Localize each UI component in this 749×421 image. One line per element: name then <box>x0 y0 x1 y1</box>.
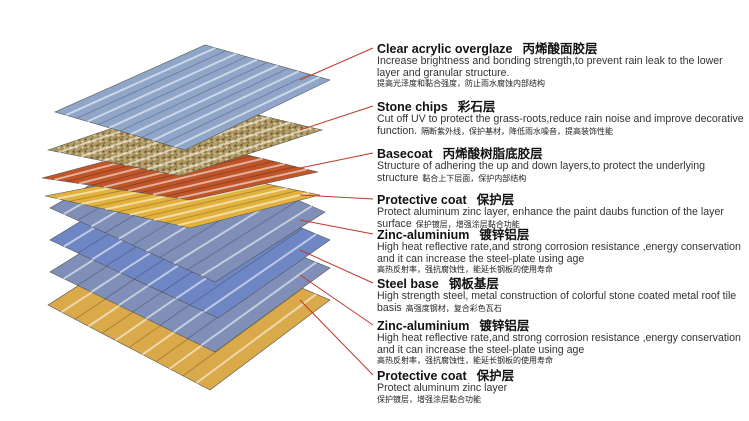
layer-title-zh: 彩石层 <box>457 100 496 114</box>
layer-title-zh: 保护层 <box>476 193 515 207</box>
layer-protective-coat-top: Protective coat 保护层 Protect aluminum zinc… <box>377 193 745 230</box>
layer-title-zh: 保护层 <box>476 369 515 383</box>
leader-protective-coat-top <box>299 194 374 200</box>
layer-title-zh: 钢板基层 <box>448 277 499 291</box>
layer-title: Zinc-aluminium <box>377 319 470 333</box>
layer-title: Zinc-aluminium <box>377 228 470 242</box>
layer-description: High heat reflective rate,and strong cor… <box>377 332 741 356</box>
layer-title: Protective coat <box>377 193 467 207</box>
layer-stone-chips: Stone chips 彩石层 Cut off UV to protect the… <box>377 100 745 137</box>
layer-description: Structure of adhering the up and down la… <box>377 160 706 184</box>
layer-title: Clear acrylic overglaze <box>377 42 513 56</box>
layer-description-zh: 高强度钢材，复合彩色瓦石 <box>405 303 502 313</box>
layer-description-zh: 隔断紫外线，保护基材，降低雨水噪音，提高装饰性能 <box>421 126 614 136</box>
leader-protective-coat-bottom <box>299 299 374 376</box>
layer-title: Steel base <box>377 277 439 291</box>
layer-description-zh: 提高光泽度和黏合强度，防止雨水腐蚀内部结构 <box>377 79 545 89</box>
layer-title-zh: 丙烯酸面胶层 <box>522 42 598 56</box>
layer-title: Stone chips <box>377 100 448 114</box>
leader-basecoat <box>299 152 374 169</box>
layer-description-zh: 保护镀层，增强涂层黏合功能 <box>415 219 520 229</box>
layer-clear-acrylic-overglaze: Clear acrylic overglaze 丙烯酸面胶层 Increase b… <box>377 42 745 89</box>
leader-stone-chips <box>299 105 374 131</box>
leader-steel-base <box>299 249 374 284</box>
leader-clear-overglaze <box>299 47 374 81</box>
layer-protective-coat-bottom: Protective coat 保护层 Protect aluminum zinc… <box>377 369 745 405</box>
layer-basecoat: Basecoat 丙烯酸树脂底胶层 Structure of adhering t… <box>377 147 745 184</box>
layer-steel-base: Steel base 钢板基层 High strength steel, meta… <box>377 277 745 314</box>
layer-description: High heat reflective rate,and strong cor… <box>377 241 741 265</box>
layer-title: Basecoat <box>377 147 433 161</box>
layer-description-zh: 高热反射率，强抗腐蚀性，能延长钢板的使用寿命 <box>377 356 553 366</box>
leader-zinc-aluminium-top <box>299 219 374 235</box>
layer-title-zh: 丙烯酸树脂底胶层 <box>442 147 543 161</box>
layer-description-zh: 黏合上下层面，保护内部结构 <box>422 173 527 183</box>
layer-title: Protective coat <box>377 369 467 383</box>
layer-title-zh: 镀锌铝层 <box>479 319 530 333</box>
layer-description-zh: 保护镀层，增强涂层黏合功能 <box>377 394 481 404</box>
layer-description: Cut off UV to protect the grass-roots,re… <box>377 113 744 137</box>
layer-description: Protect aluminum zinc layer <box>377 382 508 394</box>
sheet-clear-overglaze <box>54 44 331 151</box>
layer-description: Protect aluminum zinc layer, enhance the… <box>377 206 724 230</box>
leader-zinc-aluminium-bottom <box>299 274 374 326</box>
layer-description: High strength steel, metal construction … <box>377 290 737 314</box>
layer-zinc-aluminium-top: Zinc-aluminium 镀锌铝层 High heat reflective … <box>377 228 745 275</box>
layer-title-zh: 镀锌铝层 <box>479 228 530 242</box>
layer-description-zh: 高热反射率，强抗腐蚀性，能延长钢板的使用寿命 <box>377 265 553 275</box>
layer-description: Increase brightness and bonding strength… <box>377 55 723 79</box>
layer-zinc-aluminium-bottom: Zinc-aluminium 镀锌铝层 High heat reflective … <box>377 319 745 366</box>
